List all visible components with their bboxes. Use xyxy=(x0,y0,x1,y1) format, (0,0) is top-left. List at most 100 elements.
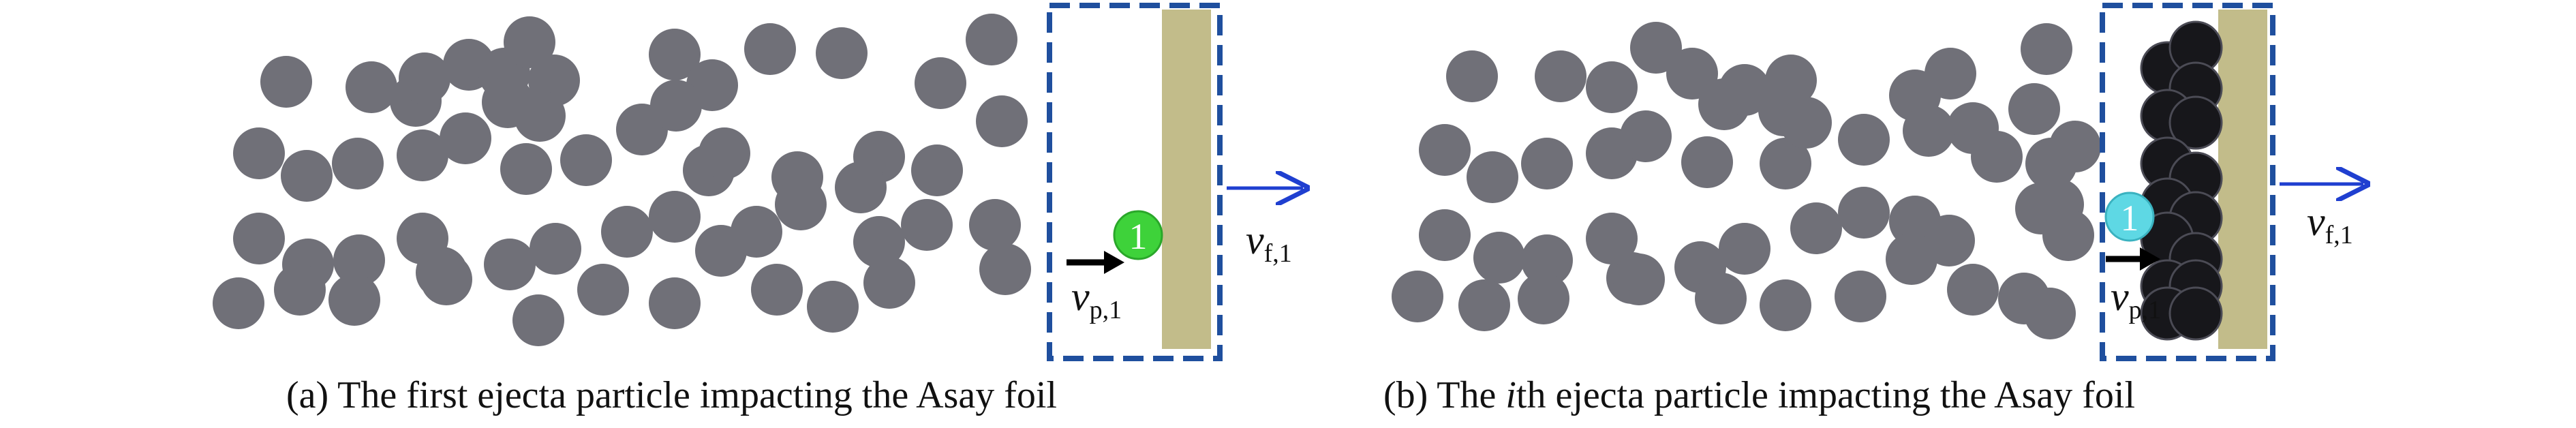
marker-label-b: 1 xyxy=(2121,198,2139,239)
ejecta-particle-b-26 xyxy=(1971,131,2023,183)
accumulated-particle-b-15 xyxy=(2168,286,2223,341)
vf-sub-b: f,1 xyxy=(2325,221,2353,249)
ejecta-particle-a-11 xyxy=(649,29,701,80)
ejecta-particle-b-42 xyxy=(1392,271,1443,322)
ejecta-particle-a-45 xyxy=(853,216,905,268)
ejecta-particle-a-14 xyxy=(816,27,868,79)
ejecta-particle-a-4 xyxy=(399,52,450,104)
caption-a-text: (a) The first ejecta particle impacting … xyxy=(286,374,1057,416)
ejecta-particle-a-37 xyxy=(484,239,536,290)
ejecta-particle-a-48 xyxy=(979,243,1031,295)
ejecta-particle-a-24 xyxy=(560,134,612,186)
ejecta-particle-a-31 xyxy=(911,144,963,196)
ejecta-particle-a-53 xyxy=(512,294,564,346)
ejecta-particle-a-26 xyxy=(650,80,702,132)
ejecta-particle-a-46 xyxy=(901,199,953,251)
ejecta-particle-b-32 xyxy=(1586,213,1638,264)
ejecta-particle-a-20 xyxy=(332,138,384,189)
ejecta-particle-a-21 xyxy=(397,129,448,181)
ejecta-particle-cloud-a xyxy=(213,14,1031,346)
ejecta-particle-a-18 xyxy=(233,127,285,179)
ejecta-particle-b-44 xyxy=(1518,273,1569,324)
caption-a: (a) The first ejecta particle impacting … xyxy=(286,373,1057,417)
ejecta-particle-b-43 xyxy=(1458,279,1510,331)
ejecta-particle-b-20 xyxy=(1620,110,1672,162)
ejecta-particle-b-2 xyxy=(1535,50,1586,102)
ejecta-particle-a-32 xyxy=(233,213,285,264)
ejecta-particle-b-41 xyxy=(2042,209,2094,261)
vf-main-a: v xyxy=(1246,217,1264,262)
ejecta-particle-a-23 xyxy=(500,143,552,195)
ejecta-particle-a-16 xyxy=(966,14,1017,65)
ejecta-particle-b-1 xyxy=(1446,50,1498,102)
impact-arrow-b xyxy=(2106,247,2160,271)
ejecta-particle-b-16 xyxy=(1419,124,1471,176)
ejecta-particle-a-34 xyxy=(333,234,385,286)
ejecta-particle-b-50 xyxy=(1947,264,1999,316)
ejecta-particle-b-13 xyxy=(2008,83,2060,135)
ejecta-particle-a-13 xyxy=(744,23,796,75)
ejecta-particle-a-22 xyxy=(440,112,491,164)
vf-sub-a: f,1 xyxy=(1264,239,1292,268)
ejecta-particle-a-28 xyxy=(699,127,750,179)
ejecta-particle-b-27 xyxy=(2025,138,2077,189)
ejecta-particle-a-51 xyxy=(328,274,380,326)
ejecta-particle-a-47 xyxy=(969,199,1021,251)
ejecta-particle-a-2 xyxy=(346,61,397,113)
ejecta-particle-a-19 xyxy=(281,150,333,202)
ejecta-particle-b-4 xyxy=(1630,22,1682,74)
ejecta-particle-a-56 xyxy=(751,264,803,316)
ejecta-particle-b-7 xyxy=(1719,64,1770,116)
vp-sub-a: p,1 xyxy=(1090,296,1122,324)
caption-b-prefix: (b) The xyxy=(1383,374,1506,416)
ejecta-particle-b-35 xyxy=(1719,223,1770,275)
ejecta-particle-a-10 xyxy=(482,76,534,128)
ejecta-particle-b-14 xyxy=(2021,23,2072,75)
ejecta-particle-b-24 xyxy=(1838,114,1890,166)
ejecta-particle-b-36 xyxy=(1790,202,1842,254)
particle-velocity-label-b: vp,1 xyxy=(2111,274,2161,324)
ejecta-particle-b-21 xyxy=(1681,136,1733,188)
foil-velocity-label-a: vf,1 xyxy=(1246,217,1292,268)
ejecta-particle-cloud-b xyxy=(1392,22,2101,339)
ejecta-particle-a-43 xyxy=(775,179,827,230)
ejecta-particle-b-18 xyxy=(1521,138,1573,189)
vp-sub-b: p,1 xyxy=(2129,296,2162,324)
ejecta-particle-b-45 xyxy=(1613,254,1665,305)
ejecta-particle-b-49 xyxy=(1886,233,1937,285)
ejecta-particle-a-54 xyxy=(577,264,629,316)
ejecta-particle-a-39 xyxy=(601,206,653,258)
panel-a: 1 vp,1 vf,1 xyxy=(213,3,1303,361)
vp-main-b: v xyxy=(2111,274,2129,319)
ejecta-particle-a-52 xyxy=(420,254,472,305)
vp-main-a: v xyxy=(1071,274,1090,319)
asay-foil-b xyxy=(2218,10,2267,349)
caption-b-suffix: th ejecta particle impacting the Asay fo… xyxy=(1516,374,2136,416)
impact-arrow-a xyxy=(1067,251,1124,274)
ejecta-particle-a-7 xyxy=(504,16,555,68)
ejecta-particle-b-47 xyxy=(1760,279,1811,331)
accumulated-particle-column-b xyxy=(2140,20,2223,341)
ejecta-particle-b-3 xyxy=(1586,61,1638,113)
ejecta-particle-b-25 xyxy=(1903,105,1954,157)
caption-b-italic: i xyxy=(1505,374,1516,416)
panel-b: 1 vp,1 vf,1 xyxy=(1392,3,2363,361)
ejecta-particle-b-17 xyxy=(1467,151,1518,203)
first-particle-marker-a: 1 xyxy=(1113,210,1163,260)
ejecta-particle-b-46 xyxy=(1695,273,1747,324)
ejecta-particle-b-52 xyxy=(2024,288,2076,339)
foil-velocity-label-b: vf,1 xyxy=(2307,199,2353,249)
ejecta-particle-b-29 xyxy=(1419,209,1471,261)
detection-box-a xyxy=(1047,3,1223,361)
vf-main-b: v xyxy=(2307,199,2325,244)
ejecta-particle-a-15 xyxy=(915,57,966,109)
ejecta-particle-a-42 xyxy=(731,206,782,258)
ejecta-particle-b-30 xyxy=(1473,232,1525,284)
ejecta-particle-b-48 xyxy=(1835,271,1886,322)
ejecta-particle-b-5 xyxy=(1666,48,1718,100)
ejecta-particle-a-57 xyxy=(807,281,859,333)
caption-b: (b) The ith ejecta particle impacting th… xyxy=(1383,373,2135,417)
ejecta-particle-b-37 xyxy=(1838,187,1890,239)
ejecta-particle-b-22 xyxy=(1760,138,1811,189)
